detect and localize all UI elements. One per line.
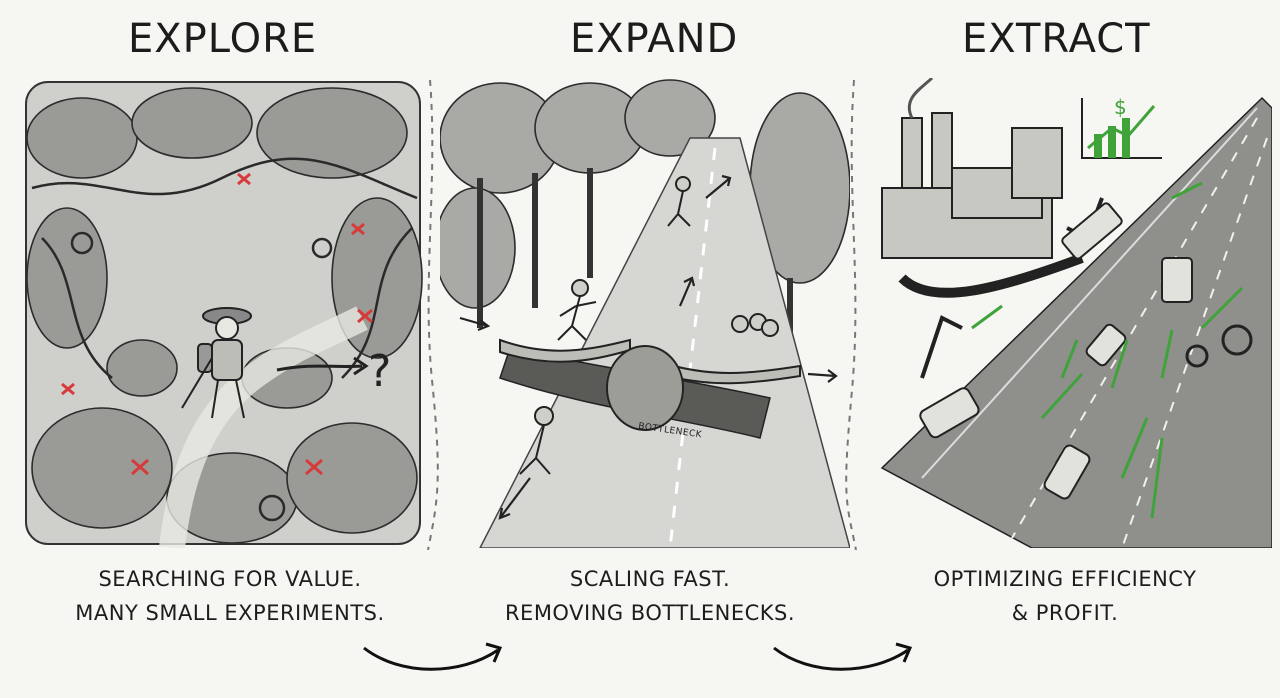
caption-expand-line2: REMOVING BOTTLENECKS. xyxy=(470,596,830,630)
factory-building xyxy=(882,113,1062,258)
caption-explore: SEARCHING FOR VALUE. MANY SMALL EXPERIME… xyxy=(30,562,430,630)
forest-road-illustration xyxy=(440,78,850,548)
stage-title-expand: EXPAND xyxy=(570,16,738,62)
caption-extract-line2: & PROFIT. xyxy=(880,596,1250,630)
flow-arrow-1 xyxy=(360,636,510,676)
profit-chart-icon: $ xyxy=(1082,95,1162,158)
dollar-icon: $ xyxy=(1114,95,1127,119)
caption-explore-line2: MANY SMALL EXPERIMENTS. xyxy=(30,596,430,630)
caption-expand-line1: SCALING FAST. xyxy=(470,562,830,596)
caption-expand: SCALING FAST. REMOVING BOTTLENECKS. xyxy=(470,562,830,630)
bottleneck-boulder xyxy=(607,346,683,430)
caption-extract-line1: OPTIMIZING EFFICIENCY xyxy=(880,562,1250,596)
flow-arrow-2 xyxy=(770,636,920,676)
stage-title-explore: EXPLORE xyxy=(128,16,317,62)
caption-extract: OPTIMIZING EFFICIENCY & PROFIT. xyxy=(880,562,1250,630)
jungle-illustration: ? xyxy=(22,78,424,548)
question-mark: ? xyxy=(368,346,391,397)
factory-highway-illustration: $ xyxy=(862,78,1272,548)
divider-dashed-1 xyxy=(418,80,442,550)
stage-title-extract: EXTRACT xyxy=(962,16,1151,62)
caption-explore-line1: SEARCHING FOR VALUE. xyxy=(30,562,430,596)
